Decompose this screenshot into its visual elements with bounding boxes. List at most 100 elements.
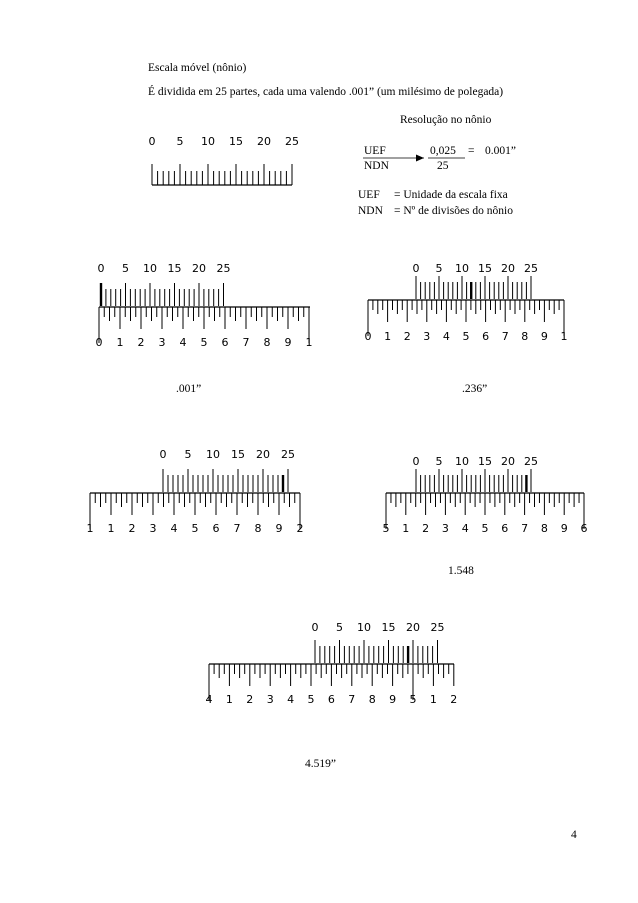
r5-fixed-label: 3 [267,693,274,706]
r4-vernier-label: 0 [413,455,420,468]
legend-uef-abbr: UEF [358,189,380,201]
r2-fixed-label: 0 [365,330,372,343]
r4-vernier-label: 20 [501,455,515,468]
r3-vernier-label: 5 [185,448,192,461]
r2-vernier-label: 25 [524,262,538,275]
reading-4: 1.548 [448,565,474,577]
r1-vernier-label: 10 [143,262,157,275]
r5-fixed-label: 2 [450,693,457,706]
r5-fixed-label: 7 [348,693,355,706]
r3-vernier-label: 10 [206,448,220,461]
top-vernier-label: 25 [285,135,299,148]
r4-fixed-label: 5 [482,522,489,535]
r2-vernier-label: 0 [413,262,420,275]
r3-fixed-label: 7 [234,522,241,535]
r3-vernier-label: 15 [231,448,245,461]
r5-fixed-label: 4 [206,693,213,706]
r1-fixed-label: 5 [201,336,208,349]
formula-denominator-value: 25 [437,160,449,172]
r3-fixed-label: 1 [87,522,94,535]
r3-fixed-label: 3 [150,522,157,535]
r1-vernier-label: 20 [192,262,206,275]
page-number: 4 [571,829,577,841]
r2-vernier-label: 10 [455,262,469,275]
r5-fixed-label: 5 [308,693,315,706]
r4-fixed-label: 7 [521,522,528,535]
r5-vernier-label: 15 [382,621,396,634]
r1-fixed-label: 2 [138,336,145,349]
r3-fixed-label: 9 [276,522,283,535]
formula-equals: = [468,145,475,157]
r3-fixed-label: 2 [297,522,304,535]
r2-fixed-label: 1 [384,330,391,343]
r5-fixed-label: 1 [226,693,233,706]
top-vernier-label: 10 [201,135,215,148]
r3-vernier-label: 25 [281,448,295,461]
r2-fixed-label: 9 [541,330,548,343]
r1-vernier-label: 15 [168,262,182,275]
r5-fixed-label: 4 [287,693,294,706]
r1-fixed-label: 0 [96,336,103,349]
r4-fixed-label: 8 [541,522,548,535]
top-vernier-label: 5 [177,135,184,148]
formula-numerator-label: UEF [364,145,386,157]
r3-vernier-label: 0 [160,448,167,461]
arrow-head-icon [416,154,424,162]
r1-fixed-label: 3 [159,336,166,349]
r3-fixed-label: 1 [108,522,115,535]
r5-fixed-label: 2 [246,693,253,706]
r2-fixed-label: 1 [561,330,568,343]
r5-fixed-label: 8 [369,693,376,706]
r5-fixed-label: 5 [410,693,417,706]
r5-fixed-label: 9 [389,693,396,706]
r1-fixed-label: 9 [285,336,292,349]
r2-vernier-label: 20 [501,262,515,275]
top-vernier-label: 20 [257,135,271,148]
r4-fixed-label: 1 [402,522,409,535]
r5-vernier-label: 5 [336,621,343,634]
top-vernier-label: 15 [229,135,243,148]
r1-fixed-label: 6 [222,336,229,349]
r2-fixed-label: 8 [521,330,528,343]
r2-fixed-label: 7 [502,330,509,343]
r4-fixed-label: 2 [422,522,429,535]
r1-fixed-label: 1 [306,336,313,349]
r3-fixed-label: 6 [213,522,220,535]
r5-fixed-label: 1 [430,693,437,706]
legend-uef-text: = Unidade da escala fixa [394,189,508,201]
r1-vernier-label: 5 [122,262,129,275]
r2-fixed-label: 4 [443,330,450,343]
r2-fixed-label: 5 [463,330,470,343]
r5-vernier-label: 10 [357,621,371,634]
r3-fixed-label: 2 [129,522,136,535]
legend-ndn-text: = Nº de divisões do nônio [394,205,513,217]
r3-fixed-label: 5 [192,522,199,535]
r5-fixed-label: 6 [328,693,335,706]
r4-vernier-label: 5 [436,455,443,468]
r2-fixed-label: 2 [404,330,411,343]
section-description: É dividida em 25 partes, cada uma valend… [148,86,504,98]
r5-vernier-label: 20 [406,621,420,634]
r4-fixed-label: 9 [561,522,568,535]
r1-vernier-label: 0 [98,262,105,275]
r3-fixed-label: 4 [171,522,178,535]
r3-fixed-label: 8 [255,522,262,535]
reading-5: 4.519” [305,758,336,770]
r2-fixed-label: 3 [423,330,430,343]
reading-2: .236” [462,383,488,395]
r4-vernier-label: 15 [478,455,492,468]
formula-result: 0.001” [485,145,516,157]
r4-vernier-label: 10 [455,455,469,468]
top-vernier-label: 0 [149,135,156,148]
formula-numerator-value: 0,025 [430,145,456,157]
r4-fixed-label: 5 [383,522,390,535]
r4-fixed-label: 6 [581,522,588,535]
resolution-title: Resolução no nônio [400,114,492,126]
r3-vernier-label: 20 [256,448,270,461]
r1-fixed-label: 4 [180,336,187,349]
r1-fixed-label: 1 [117,336,124,349]
r2-vernier-label: 15 [478,262,492,275]
r5-vernier-label: 0 [312,621,319,634]
r5-vernier-label: 25 [431,621,445,634]
